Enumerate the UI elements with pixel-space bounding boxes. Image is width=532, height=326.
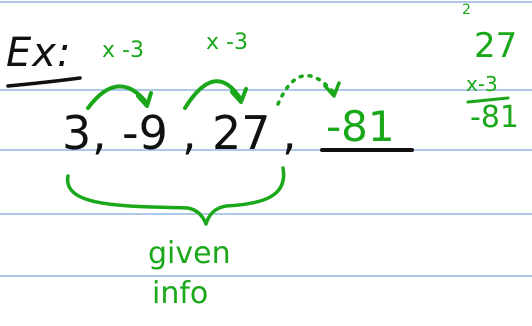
arrow-3-head <box>323 81 341 98</box>
side-calc-result: -81 <box>470 100 519 135</box>
multiplier-1: x -3 <box>102 38 144 63</box>
comma-2: , <box>182 106 197 160</box>
arrow-2-head <box>230 87 248 104</box>
side-calc-carry: 2 <box>462 2 471 18</box>
brace <box>66 166 286 226</box>
term-1: 3 <box>62 106 92 160</box>
arrow-1-head <box>136 91 153 108</box>
arrow-2 <box>183 79 242 110</box>
arrow-3-dotted <box>276 73 335 106</box>
brace-label-line2: info <box>152 276 209 311</box>
multiplier-2: x -3 <box>206 30 248 55</box>
side-calc-bar <box>466 96 510 104</box>
heading-ex: Ex: <box>6 30 72 76</box>
heading-underline <box>6 76 82 88</box>
answer: -81 <box>326 102 395 151</box>
comma-3: , <box>282 106 297 160</box>
brace-label-line1: given <box>148 236 231 271</box>
term-3: 27 <box>212 106 271 160</box>
term-2: -9 <box>122 106 168 160</box>
side-calc-top: 27 <box>474 26 518 66</box>
comma-1: , <box>92 106 107 160</box>
side-calc-op: x-3 <box>466 72 498 96</box>
